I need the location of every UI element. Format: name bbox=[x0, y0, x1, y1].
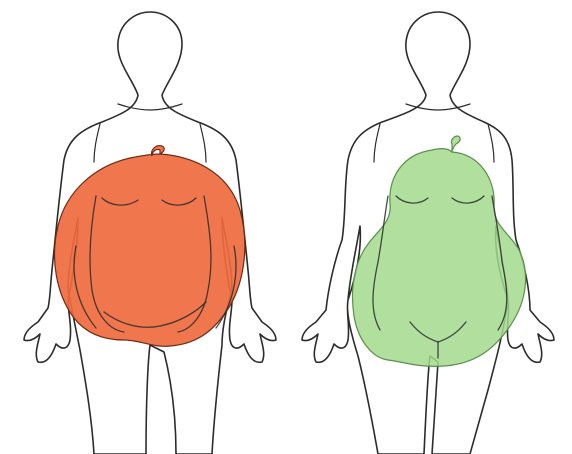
figure-left bbox=[24, 12, 276, 454]
apple-shape-fill bbox=[55, 146, 245, 347]
figure-left-shoulder-right bbox=[200, 124, 206, 162]
figure-left-shoulder-left bbox=[94, 124, 100, 162]
figure-right-shoulder-right bbox=[488, 124, 494, 162]
figure-right-shoulder-left bbox=[374, 124, 380, 162]
pear-shape-fill bbox=[353, 136, 526, 366]
figure-right bbox=[302, 12, 554, 454]
